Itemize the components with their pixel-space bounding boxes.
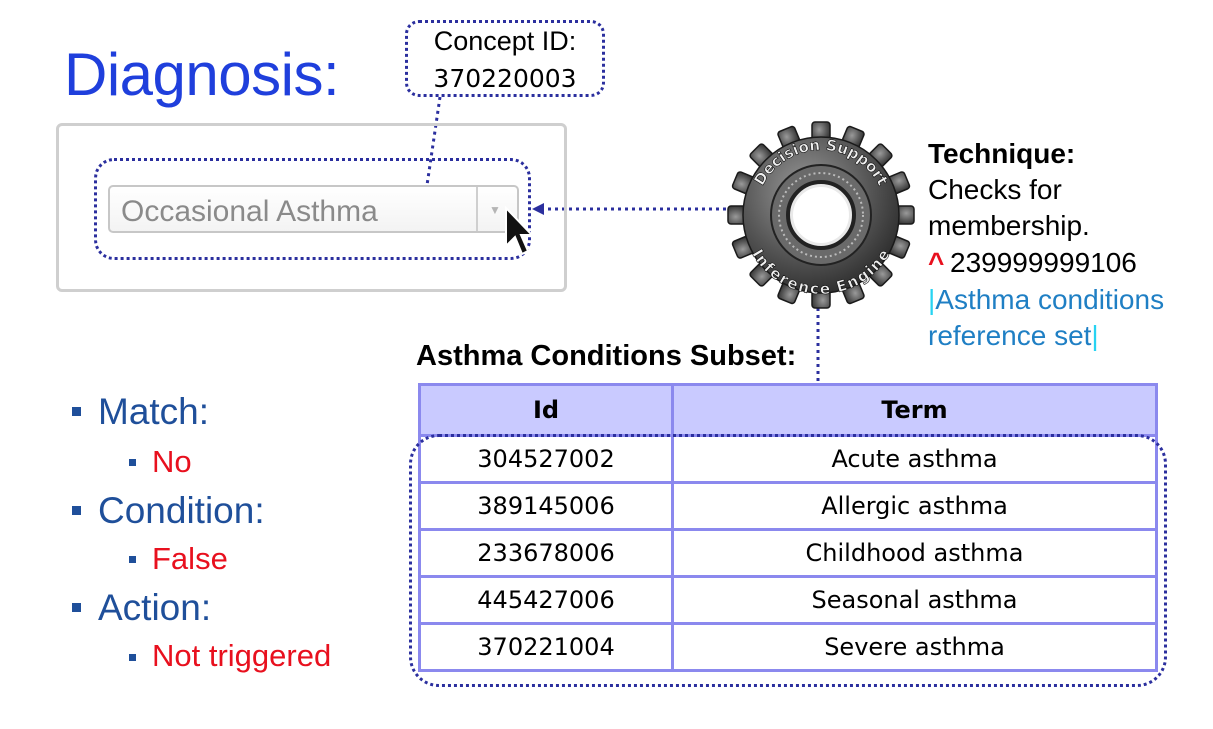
technique-description-line1: Checks for — [928, 174, 1062, 205]
technique-description-line2: membership. — [928, 210, 1090, 241]
cursor-icon — [505, 206, 534, 256]
rule-condition-value: False — [152, 541, 228, 576]
technique-heading: Technique: — [928, 138, 1076, 169]
bullet-icon — [129, 556, 136, 563]
diagnosis-panel — [56, 123, 567, 292]
cell-term: Severe asthma — [671, 622, 1158, 672]
cell-term: Childhood asthma — [671, 528, 1158, 578]
subset-title: Asthma Conditions Subset: — [416, 340, 797, 372]
diagnosis-select[interactable] — [108, 185, 519, 233]
rule-condition-label: Condition: — [98, 490, 265, 531]
cell-id: 233678006 — [418, 528, 674, 578]
bullet-icon — [72, 603, 81, 612]
pipe-close: | — [1091, 320, 1099, 351]
technique-refset-term-line1: |Asthma conditions — [928, 284, 1164, 316]
cell-term: Acute asthma — [671, 434, 1158, 484]
pipe-open: | — [928, 284, 936, 315]
cell-term: Allergic asthma — [671, 481, 1158, 531]
concept-id-callout — [405, 20, 605, 97]
chevron-down-icon[interactable]: ▼ — [489, 203, 501, 217]
rule-match-label: Match: — [98, 391, 210, 432]
diagnosis-focus-outline — [94, 158, 531, 260]
concept-id-value: 370220003 — [433, 64, 577, 93]
table-header-row: Id Term — [418, 383, 1158, 437]
column-header-term: Term — [671, 383, 1158, 437]
technique-refset-term-line2: reference set| — [928, 320, 1099, 352]
diagnosis-select-value: Occasional Asthma — [121, 195, 378, 228]
cell-id: 304527002 — [418, 434, 674, 484]
rule-match-value: No — [152, 444, 192, 479]
cell-term: Seasonal asthma — [671, 575, 1158, 625]
technique-operator: ^ — [928, 247, 945, 278]
diagnosis-select-dropdown-button[interactable] — [476, 187, 519, 231]
rule-action-label: Action: — [98, 587, 212, 628]
arrowhead-left-icon — [532, 203, 544, 215]
cell-id: 370221004 — [418, 622, 674, 672]
bullet-icon — [129, 654, 136, 661]
callout-connector — [424, 96, 442, 193]
column-header-id: Id — [418, 383, 674, 437]
cell-id: 389145006 — [418, 481, 674, 531]
technique-refset-code: 239999999106 — [950, 247, 1137, 278]
bullet-icon — [129, 459, 136, 466]
cell-id: 445427006 — [418, 575, 674, 625]
concept-id-label: Concept ID: — [433, 26, 577, 56]
refset-term-part1: Asthma conditions — [935, 284, 1165, 315]
bullet-icon — [72, 407, 81, 416]
table-rows-focus-outline — [409, 434, 1167, 687]
bullet-icon — [72, 506, 81, 515]
gear-icon: Decision Support Inference Engine — [727, 121, 915, 309]
diagnosis-title: Diagnosis: — [64, 41, 340, 108]
rule-action-value: Not triggered — [152, 638, 332, 673]
refset-term-part2: reference set — [928, 320, 1092, 351]
